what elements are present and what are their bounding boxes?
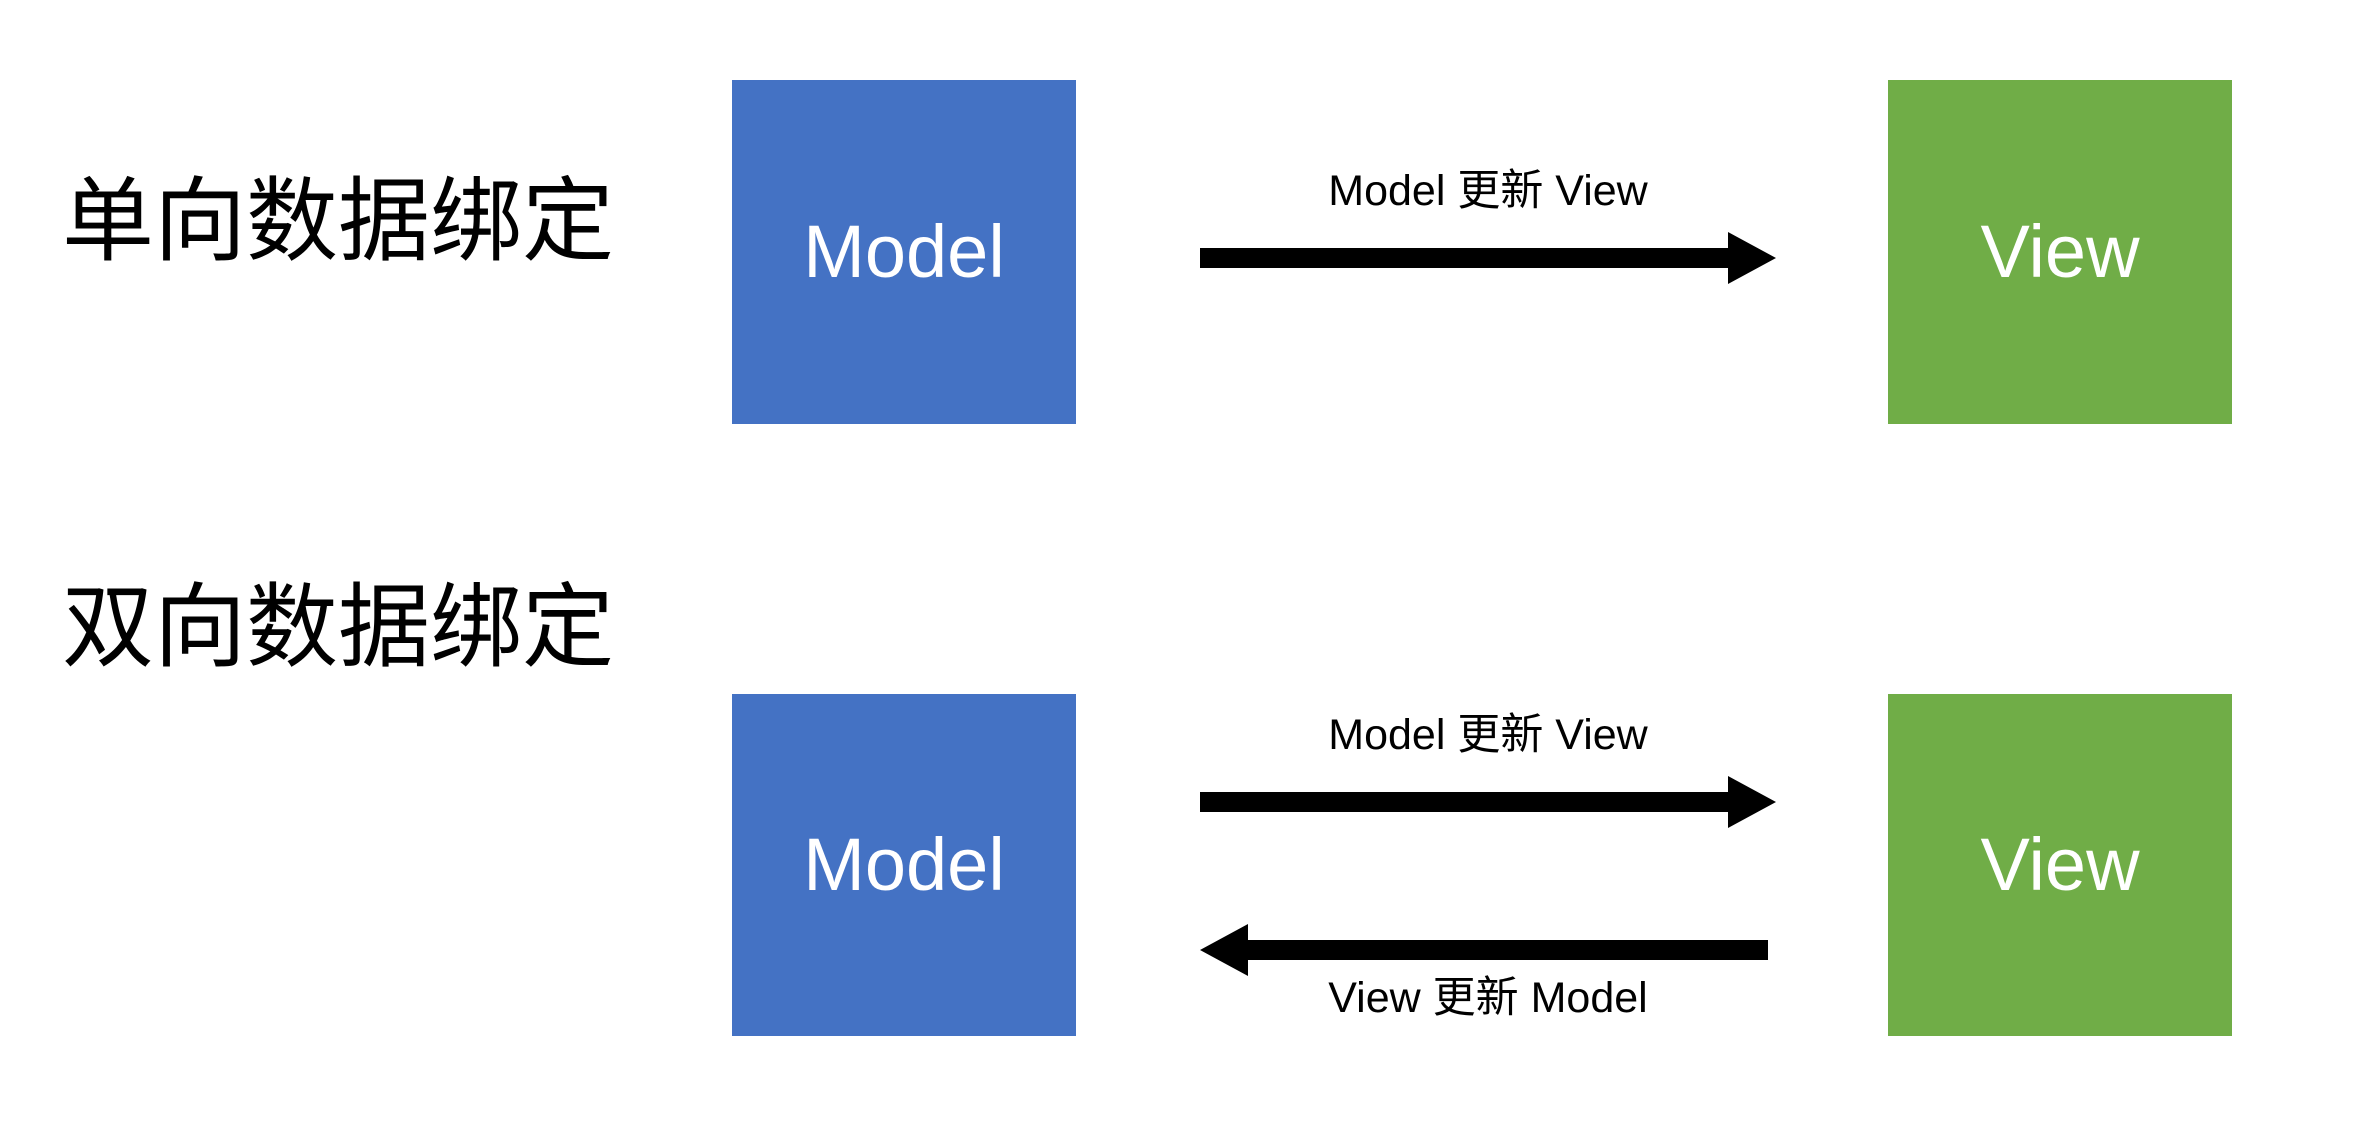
view-box-label: View	[1980, 210, 2140, 293]
model-box-label: Model	[803, 210, 1005, 293]
arrow-left-icon-row2	[1200, 924, 1768, 976]
arrow-right-icon-row1	[1200, 232, 1776, 284]
arrow-right-icon-row2	[1200, 776, 1776, 828]
arrow-caption-view-updates-model-row2: View 更新 Model	[1328, 974, 1648, 1022]
row-heading-two-way: 双向数据绑定	[62, 577, 615, 679]
view-box-row1: View	[1888, 80, 2232, 424]
view-box-row2: View	[1888, 694, 2232, 1036]
model-box-row2: Model	[732, 694, 1076, 1036]
view-box-label: View	[1980, 823, 2140, 906]
row-heading-one-way: 单向数据绑定	[62, 171, 615, 273]
model-box-row1: Model	[732, 80, 1076, 424]
arrow-caption-model-updates-view-row2: Model 更新 View	[1328, 711, 1648, 759]
model-box-label: Model	[803, 823, 1005, 906]
arrow-caption-model-updates-view-row1: Model 更新 View	[1328, 167, 1648, 215]
